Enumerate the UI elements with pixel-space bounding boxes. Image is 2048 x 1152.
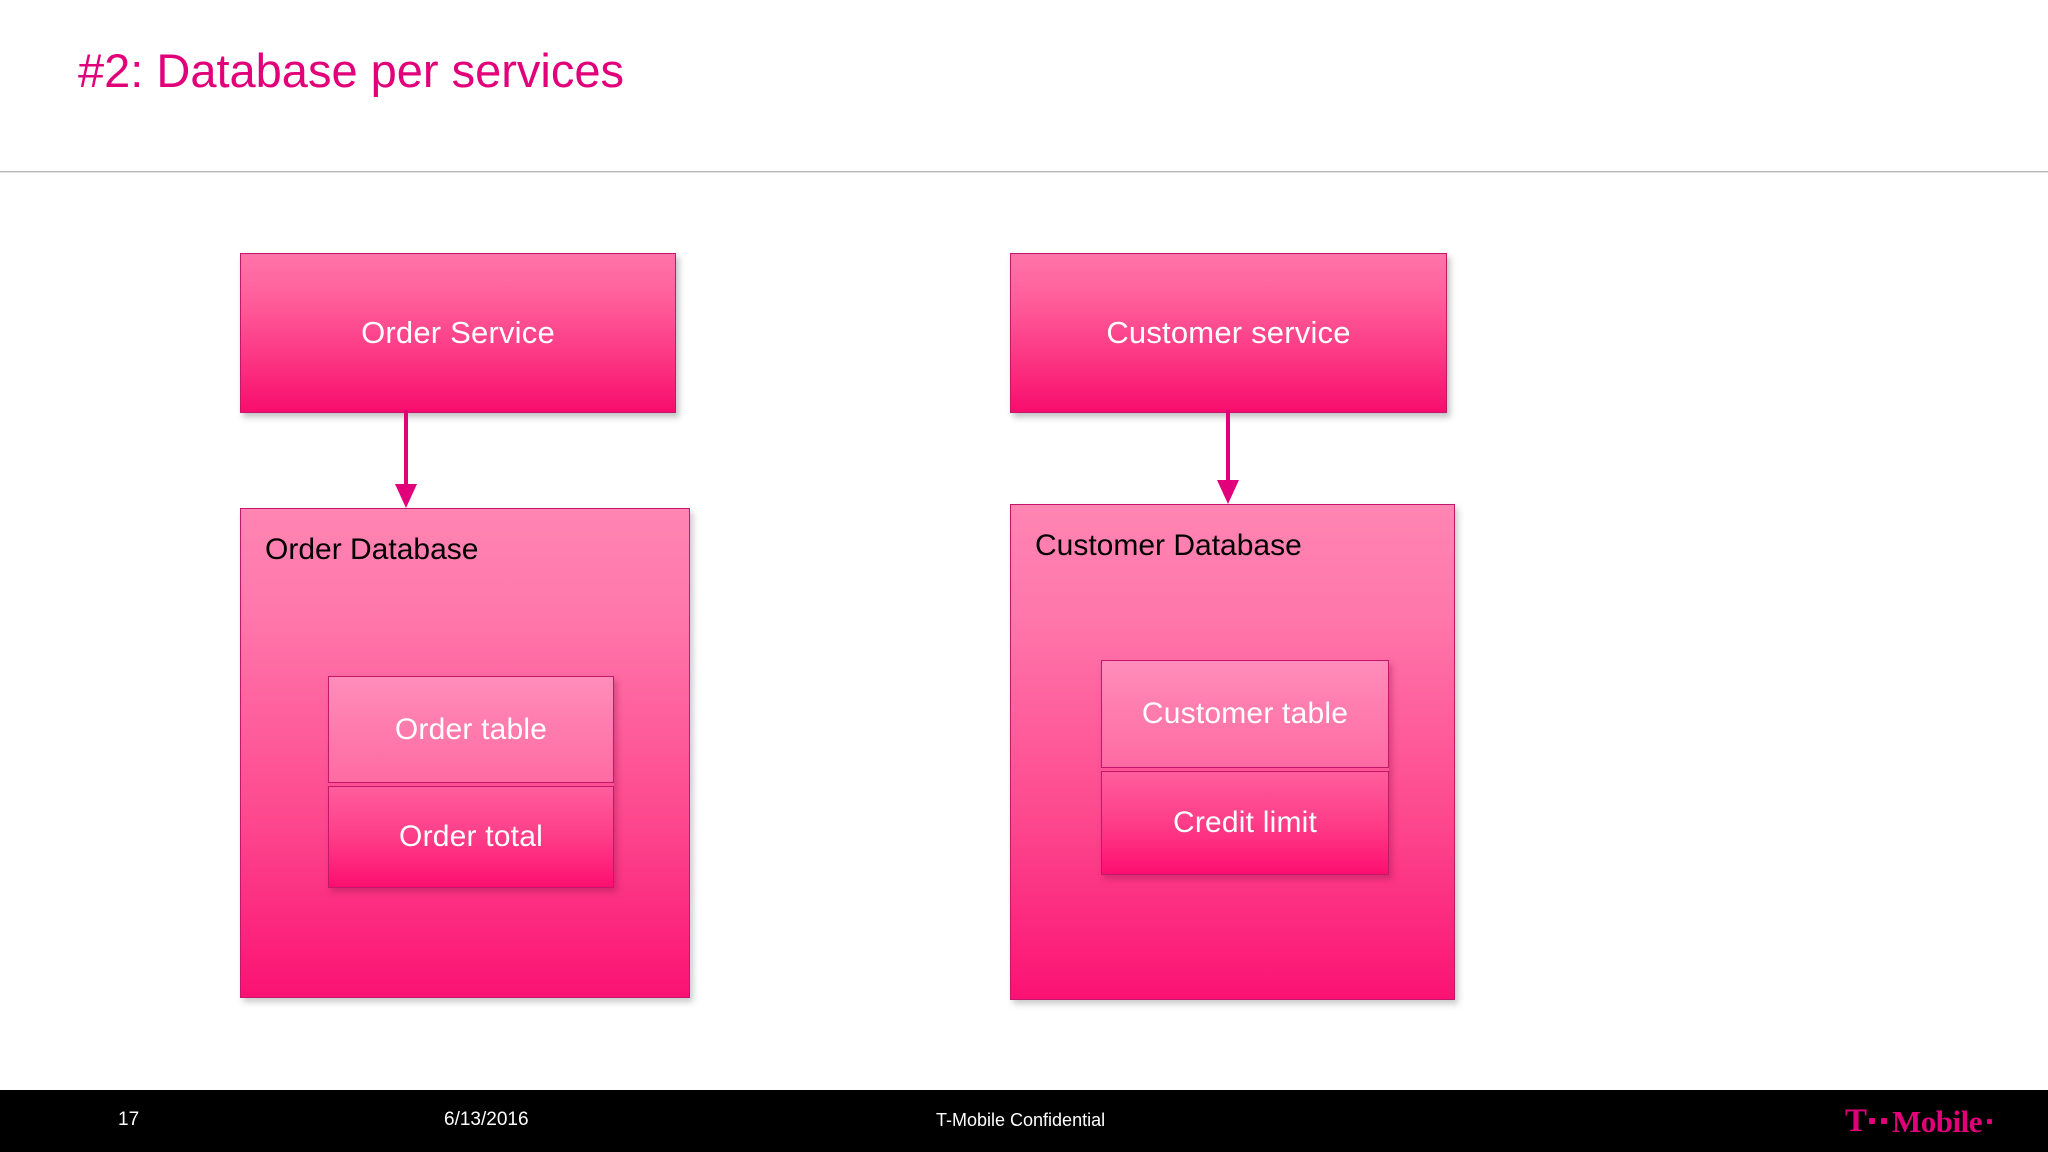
order-service-label: Order Service bbox=[361, 315, 555, 350]
order-total-cell[interactable]: Order total bbox=[328, 786, 614, 888]
order-table-label: Order table bbox=[394, 712, 548, 746]
tmobile-logo-letter: T bbox=[1844, 1102, 1867, 1139]
diagram-area: Order Service Order Database Order table… bbox=[0, 172, 2048, 1090]
footer-slide-number: 17 bbox=[118, 1109, 140, 1130]
order-database-label: Order Database bbox=[265, 533, 479, 566]
order-table-stack: Order table Order total bbox=[328, 676, 614, 888]
credit-limit-cell[interactable]: Credit limit bbox=[1101, 771, 1389, 875]
page-title: #2: Database per services bbox=[78, 44, 625, 97]
tmobile-logo-dot-1 bbox=[1869, 1118, 1875, 1124]
tmobile-logo-dot-3 bbox=[1987, 1118, 1992, 1124]
order-total-label: Order total bbox=[399, 820, 543, 853]
tmobile-logo-word: Mobile bbox=[1892, 1103, 1983, 1139]
credit-limit-label: Credit limit bbox=[1172, 806, 1318, 839]
customer-table-cell[interactable]: Customer table bbox=[1101, 660, 1389, 768]
order-service-box[interactable]: Order Service bbox=[240, 253, 676, 413]
order-database-box[interactable]: Order Database Order table Order total bbox=[240, 508, 690, 998]
customer-database-box[interactable]: Customer Database Customer table Credit … bbox=[1010, 504, 1455, 1000]
tmobile-logo: T Mobile bbox=[1845, 1104, 1992, 1138]
customer-table-stack: Customer table Credit limit bbox=[1101, 660, 1389, 875]
slide-footer: 17 6/13/2016 T-Mobile Confidential T Mob… bbox=[0, 1090, 2048, 1152]
tmobile-logo-dot-2 bbox=[1881, 1118, 1887, 1124]
customer-service-box[interactable]: Customer service bbox=[1010, 253, 1447, 413]
order-connector-arrow bbox=[395, 410, 417, 508]
customer-table-label: Customer table bbox=[1141, 697, 1349, 730]
footer-confidentiality-notice: T-Mobile Confidential bbox=[936, 1110, 1106, 1130]
title-divider bbox=[0, 171, 2048, 172]
customer-connector-arrow bbox=[1217, 410, 1239, 504]
footer-date: 6/13/2016 bbox=[444, 1109, 529, 1130]
customer-database-label: Customer Database bbox=[1035, 529, 1302, 562]
order-table-cell[interactable]: Order table bbox=[328, 676, 614, 783]
customer-service-label: Customer service bbox=[1106, 315, 1351, 350]
